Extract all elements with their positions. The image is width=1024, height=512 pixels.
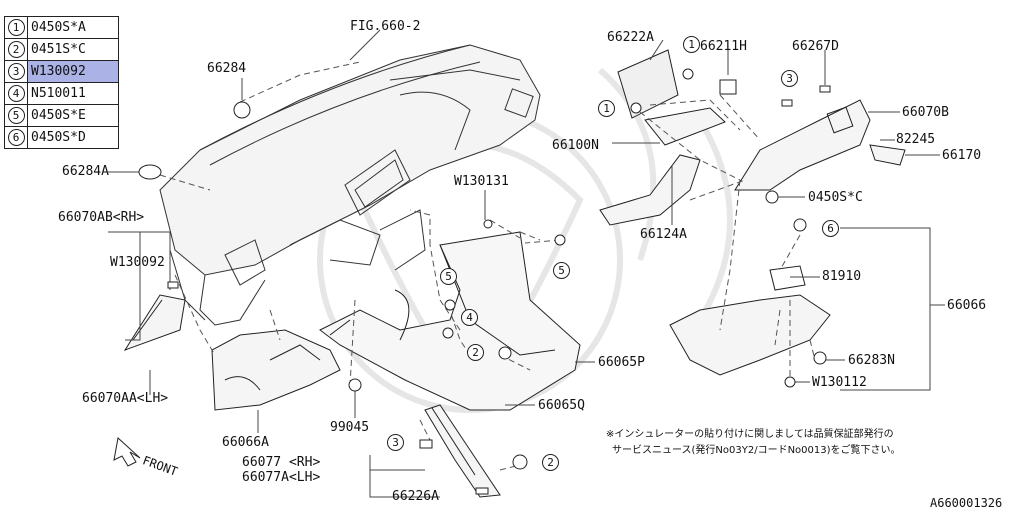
side-trim bbox=[424, 404, 501, 498]
lower-cover-66066 bbox=[669, 265, 831, 376]
legend-number: 2 bbox=[7, 41, 25, 58]
callout-5-b: 5 bbox=[553, 262, 570, 279]
label-66070AA: 66070AA<LH> bbox=[82, 391, 169, 406]
lower-cover-66066A bbox=[211, 329, 341, 411]
label-w130112: W130112 bbox=[812, 375, 867, 390]
label-66077: 66077 <RH> bbox=[242, 455, 321, 470]
legend-number: 6 bbox=[7, 129, 25, 146]
callout-1-a: 1 bbox=[683, 36, 700, 53]
label-66226A: 66226A bbox=[392, 489, 439, 504]
instrument-panel bbox=[159, 44, 541, 326]
label-66170: 66170 bbox=[942, 148, 982, 163]
label-66284A: 66284A bbox=[62, 164, 109, 179]
front-arrow-icon bbox=[113, 437, 141, 467]
legend-code: 0451S*C bbox=[27, 38, 119, 61]
callout-3-b: 3 bbox=[387, 434, 404, 451]
legend-code: 0450S*E bbox=[27, 104, 119, 127]
label-82245: 82245 bbox=[896, 132, 936, 147]
label-66222A: 66222A bbox=[607, 30, 654, 45]
label-66100N: 66100N bbox=[552, 138, 599, 153]
note-line-1: ※インシュレーターの貼り付けに関しましては品質保証部発行の bbox=[606, 429, 894, 440]
duct-66124A bbox=[599, 154, 701, 226]
legend-number: 4 bbox=[7, 85, 25, 102]
callout-3-a: 3 bbox=[781, 70, 798, 87]
label-66070B: 66070B bbox=[902, 105, 949, 120]
label-0450sc: 0450S*C bbox=[808, 190, 863, 205]
label-66065P: 66065P bbox=[598, 355, 645, 370]
callout-2-b: 2 bbox=[542, 454, 559, 471]
label-66124A: 66124A bbox=[640, 227, 687, 242]
right-panel-66070B bbox=[734, 99, 871, 191]
label-66283N: 66283N bbox=[848, 353, 895, 368]
callout-5-a: 5 bbox=[440, 268, 457, 285]
label-66077A: 66077A<LH> bbox=[242, 470, 321, 485]
label-66066: 66066 bbox=[947, 298, 987, 313]
legend-number: 3 bbox=[7, 63, 25, 80]
dashed-guides bbox=[159, 61, 816, 471]
label-99045: 99045 bbox=[330, 420, 370, 435]
label-66284: 66284 bbox=[207, 61, 247, 76]
legend-number: 1 bbox=[7, 19, 25, 36]
label-66211H: 66211H bbox=[700, 39, 747, 54]
label-66066A: 66066A bbox=[222, 435, 269, 450]
bracket-66170 bbox=[869, 144, 906, 166]
label-66070AB: 66070AB<RH> bbox=[58, 210, 145, 225]
legend-code: N510011 bbox=[27, 82, 119, 105]
callout-4: 4 bbox=[461, 309, 478, 326]
insulator-66222A bbox=[617, 49, 679, 119]
legend-number: 5 bbox=[7, 107, 25, 124]
note-line-2: サービスニュース(発行No03Y2/コードNo0013)をご覧下さい。 bbox=[612, 445, 901, 456]
label-66267D: 66267D bbox=[792, 39, 839, 54]
label-fig: FIG.660-2 bbox=[350, 19, 421, 34]
diagram-id: A660001326 bbox=[930, 496, 1003, 510]
label-81910: 81910 bbox=[822, 269, 862, 284]
left-end-cover bbox=[123, 294, 186, 351]
legend-code: 0450S*D bbox=[27, 126, 119, 149]
fasteners bbox=[138, 68, 831, 495]
legend-code: W130092 bbox=[27, 60, 119, 83]
center-console bbox=[319, 231, 581, 411]
duct-66100N bbox=[644, 107, 726, 146]
legend-code: 0450S*A bbox=[27, 16, 119, 39]
callout-2-a: 2 bbox=[467, 344, 484, 361]
label-w130131: W130131 bbox=[454, 174, 509, 189]
callout-1-b: 1 bbox=[598, 100, 615, 117]
label-66065Q: 66065Q bbox=[538, 398, 585, 413]
label-w130092: W130092 bbox=[110, 255, 165, 270]
callout-6: 6 bbox=[822, 220, 839, 237]
